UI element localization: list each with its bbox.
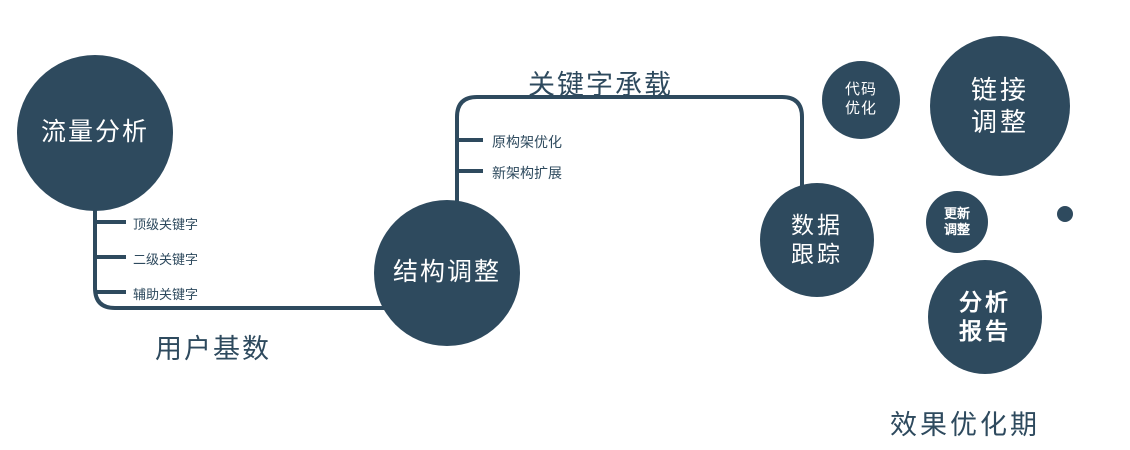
node-traffic-analysis: 流量分析 <box>17 55 173 211</box>
node-analysis-report: 分析 报告 <box>928 260 1042 374</box>
node-code-optimization-line1: 代码 <box>844 81 877 99</box>
node-data-tracking-line1: 数据 <box>791 212 843 239</box>
node-analysis-report-line2: 报告 <box>959 318 1011 344</box>
edge-label-user-base: 用户基数 <box>155 334 271 364</box>
branch-label-arch-optimize: 原构架优化 <box>492 134 562 150</box>
node-update-adjustment-label: 更新 调整 <box>944 206 970 239</box>
node-data-tracking-line2: 跟踪 <box>791 241 843 267</box>
node-data-tracking-label: 数据 跟踪 <box>791 211 843 269</box>
node-link-adjustment-line2: 调整 <box>970 107 1029 137</box>
node-traffic-analysis-label: 流量分析 <box>40 118 149 147</box>
node-update-adjustment-line2: 调整 <box>943 222 970 237</box>
node-update-adjustment: 更新 调整 <box>926 191 988 253</box>
small-dot-node <box>1057 206 1073 222</box>
node-link-adjustment: 链接 调整 <box>930 36 1070 176</box>
branch-label-aux-keyword: 辅助关键字 <box>133 287 199 302</box>
branch-label-arch-expand: 新架构扩展 <box>492 165 562 181</box>
branch-label-second-keyword: 二级关键字 <box>133 252 199 267</box>
node-data-tracking: 数据 跟踪 <box>760 183 874 297</box>
node-analysis-report-label: 分析 报告 <box>959 288 1011 346</box>
node-update-adjustment-line1: 更新 <box>943 205 970 221</box>
edge-label-keyword-carry: 关键字承载 <box>528 70 673 100</box>
footer-label-effect-optimization: 效果优化期 <box>890 410 1040 440</box>
node-structure-adjust-label: 结构调整 <box>392 258 501 287</box>
node-link-adjustment-label: 链接 调整 <box>971 74 1029 139</box>
connector-structure-to-data <box>455 95 804 220</box>
branch-label-top-keyword: 顶级关键字 <box>133 217 199 232</box>
node-structure-adjust: 结构调整 <box>374 200 520 346</box>
node-code-optimization: 代码 优化 <box>822 61 900 139</box>
node-code-optimization-line2: 优化 <box>844 100 877 117</box>
node-code-optimization-label: 代码 优化 <box>845 81 877 119</box>
connector-traffic-to-structure <box>93 150 386 310</box>
node-analysis-report-line1: 分析 <box>959 289 1011 316</box>
node-link-adjustment-line1: 链接 <box>970 74 1029 105</box>
